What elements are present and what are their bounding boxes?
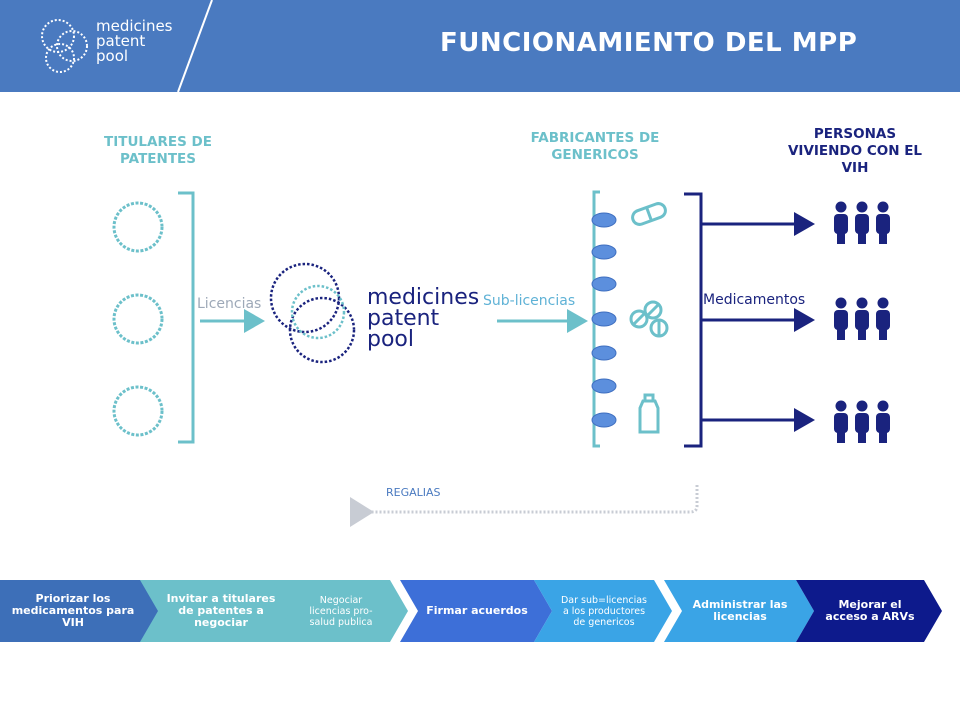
step-3: Negociar licencias pro-salud publica (272, 580, 408, 642)
center-logo-line-1: medicines (367, 285, 480, 310)
page-title: FUNCIONAMIENTO DEL MPP (440, 28, 858, 58)
logo-line-2: patent (96, 32, 146, 50)
step-3-label: Negociar licencias pro-salud publica (309, 594, 373, 628)
people-group-icon (834, 201, 890, 244)
people-group-icon (834, 297, 890, 340)
center-logo-text: medicines patent pool (367, 285, 480, 352)
label-sub-licencias: Sub-licencias (483, 293, 576, 309)
header-bar: medicines patent pool FUNCIONAMIENTO DEL… (0, 0, 960, 92)
step-6-label: Administrar las licencias (692, 598, 788, 623)
step-7-label: Mejorar el acceso a ARVs (825, 598, 915, 623)
step-4: Firmar acuerdos (400, 580, 552, 642)
step-5-label: Dar sub=licencias a los productores de g… (560, 594, 648, 628)
label-regalias: REGALIAS (386, 486, 441, 499)
capsule-icon (591, 212, 617, 228)
medicamentos-bracket (684, 192, 703, 448)
logo-line-1: medicines (96, 17, 173, 35)
manufacturer-capsules (591, 212, 617, 428)
capsule-pill-icon (631, 202, 667, 226)
label-medicamentos: Medicamentos (703, 292, 806, 308)
title-patent-holders: TITULARES DE PATENTES (104, 134, 212, 167)
capsule-icon (591, 276, 617, 292)
gear-ring-icon (112, 201, 164, 253)
header-logo-icon (41, 19, 88, 73)
regalias-arrow (350, 485, 699, 527)
capsule-icon (591, 311, 617, 327)
step-1-label: Priorizar los medicamentos para VIH (11, 592, 135, 629)
title-people: PERSONAS VIVIENDO CON EL VIH (787, 126, 923, 176)
gear-ring-icon (112, 385, 164, 437)
step-2-label: Invitar a titulares de patentes a negoci… (166, 592, 276, 629)
center-logo-line-3: pool (367, 327, 414, 352)
logo-line-3: pool (96, 47, 129, 65)
capsule-icon (591, 412, 617, 428)
mpp-logo-icon (269, 262, 356, 364)
capsule-icon (591, 345, 617, 361)
header-logo-text: medicines patent pool (96, 19, 173, 64)
tablets-icon (629, 300, 669, 338)
step-1: Priorizar los medicamentos para VIH (0, 580, 160, 642)
label-licencias: Licencias (197, 296, 262, 312)
capsule-icon (591, 244, 617, 260)
step-2: Invitar a titulares de patentes a negoci… (140, 580, 300, 642)
bottle-icon (638, 393, 660, 434)
process-steps: Priorizar los medicamentos para VIH Invi… (0, 580, 960, 642)
patent-bracket (178, 191, 195, 444)
capsule-icon (591, 378, 617, 394)
patent-holder-icons (112, 201, 164, 437)
step-6: Administrar las licencias (664, 580, 814, 642)
step-5: Dar sub=licencias a los productores de g… (534, 580, 672, 642)
people-group-icon (834, 400, 890, 443)
step-7: Mejorar el acceso a ARVs (796, 580, 942, 642)
header-graphics (41, 0, 213, 92)
title-generic-makers: FABRICANTES DE GENERICOS (530, 130, 660, 163)
header-divider (177, 0, 213, 92)
flow-diagram (112, 190, 890, 527)
step-4-label: Firmar acuerdos (426, 604, 528, 617)
center-logo-line-2: patent (367, 306, 440, 331)
gear-ring-icon (112, 293, 164, 345)
